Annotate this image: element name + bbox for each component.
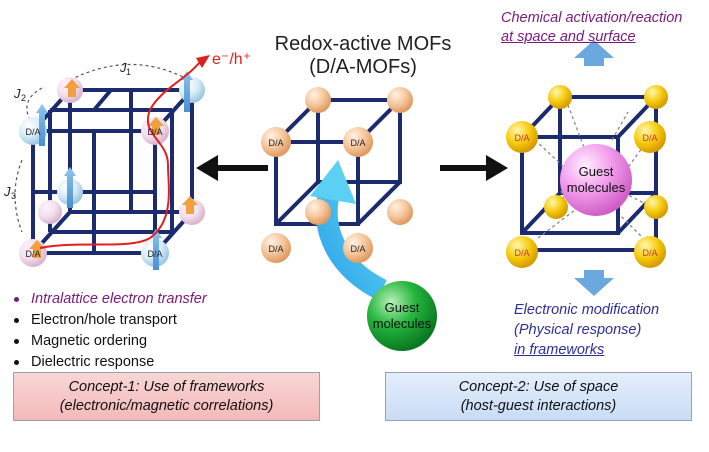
guest-molecule-right — [560, 144, 632, 216]
left-arrow — [196, 155, 268, 181]
feature-list: Intralattice electron transfer Electron/… — [14, 289, 207, 373]
list-item: Dielectric response — [14, 352, 207, 373]
right-node — [644, 195, 668, 219]
j3-sub: 3 — [11, 191, 16, 201]
left-lattice — [14, 55, 210, 270]
right-da-label: D/A — [514, 248, 529, 258]
center-da-label: D/A — [268, 138, 283, 148]
right-da-label: D/A — [514, 133, 529, 143]
spin-small-icon — [148, 117, 164, 135]
concept-2-line1: Concept-2: Use of space — [458, 378, 619, 395]
guest-right-line1: Guest — [579, 164, 614, 179]
j3-label: J — [3, 184, 11, 199]
center-node — [343, 127, 373, 157]
right-node — [634, 121, 666, 153]
center-node — [343, 233, 373, 263]
center-node — [387, 199, 413, 225]
title-line2: (D/A-MOFs) — [309, 56, 417, 78]
title-line1: Redox-active MOFs — [274, 33, 452, 55]
left-da-label: D/A — [25, 127, 40, 137]
j2-label: J — [13, 86, 21, 101]
spin-arrows — [29, 71, 198, 270]
eh-label: e⁻/h⁺ — [212, 51, 251, 68]
list-item: Magnetic ordering — [14, 331, 207, 352]
spin-small-icon — [64, 79, 80, 97]
right-arrow — [440, 155, 508, 181]
j2-sub: 2 — [21, 93, 26, 103]
spin-up-icon — [36, 104, 48, 146]
left-node — [38, 200, 62, 224]
center-da-label: D/A — [350, 244, 365, 254]
j1-sub: 1 — [126, 67, 131, 77]
right-node — [506, 121, 538, 153]
spin-up-icon — [150, 229, 162, 270]
concept-2-line2: (host-guest interactions) — [460, 397, 617, 414]
right-text-line1: Electronic modification — [514, 302, 660, 318]
right-text-line2: (Physical response) — [514, 322, 642, 338]
center-da-label: D/A — [268, 244, 283, 254]
list-item: Electron/hole transport — [14, 310, 207, 331]
guest-center-line1: Guest — [385, 300, 420, 315]
center-node — [305, 87, 331, 113]
concept-1-line2: (electronic/magnetic correlations) — [59, 397, 274, 414]
right-da-label: D/A — [642, 133, 657, 143]
right-text-line3: in frameworks — [514, 342, 605, 358]
top-right-line1: Chemical activation/reaction — [501, 10, 683, 26]
guest-right-line2: molecules — [567, 180, 626, 195]
concept-1-box: Concept-1: Use of frameworks (electronic… — [13, 372, 320, 421]
center-lattice — [261, 87, 437, 351]
left-da-label: D/A — [147, 249, 162, 259]
j1-label: J — [119, 60, 127, 75]
spin-small-icon — [182, 196, 198, 214]
right-node — [548, 85, 572, 109]
arrow-up-icon — [574, 40, 614, 66]
concept-2-box: Concept-2: Use of space (host-guest inte… — [385, 372, 692, 421]
list-item: Intralattice electron transfer — [14, 289, 207, 310]
concept-1-line1: Concept-1: Use of frameworks — [68, 378, 265, 395]
left-da-label: D/A — [147, 127, 162, 137]
right-node — [634, 236, 666, 268]
left-da-label: D/A — [25, 249, 40, 259]
arrow-down-icon — [574, 270, 614, 296]
electron-path — [39, 61, 201, 249]
right-da-label: D/A — [642, 248, 657, 258]
right-node — [506, 236, 538, 268]
spin-small-icon — [29, 240, 45, 258]
center-node — [261, 127, 291, 157]
right-node — [644, 85, 668, 109]
center-node — [305, 199, 331, 225]
left-node — [179, 77, 205, 103]
center-node — [387, 87, 413, 113]
guest-molecule-center — [367, 281, 437, 351]
center-da-label: D/A — [350, 138, 365, 148]
top-right-line2: at space and surface — [501, 29, 636, 45]
right-node — [544, 195, 568, 219]
spin-up-icon — [64, 167, 76, 208]
guest-center-line2: molecules — [373, 316, 432, 331]
center-node — [261, 233, 291, 263]
spin-up-icon — [181, 71, 193, 112]
right-lattice — [506, 40, 668, 296]
